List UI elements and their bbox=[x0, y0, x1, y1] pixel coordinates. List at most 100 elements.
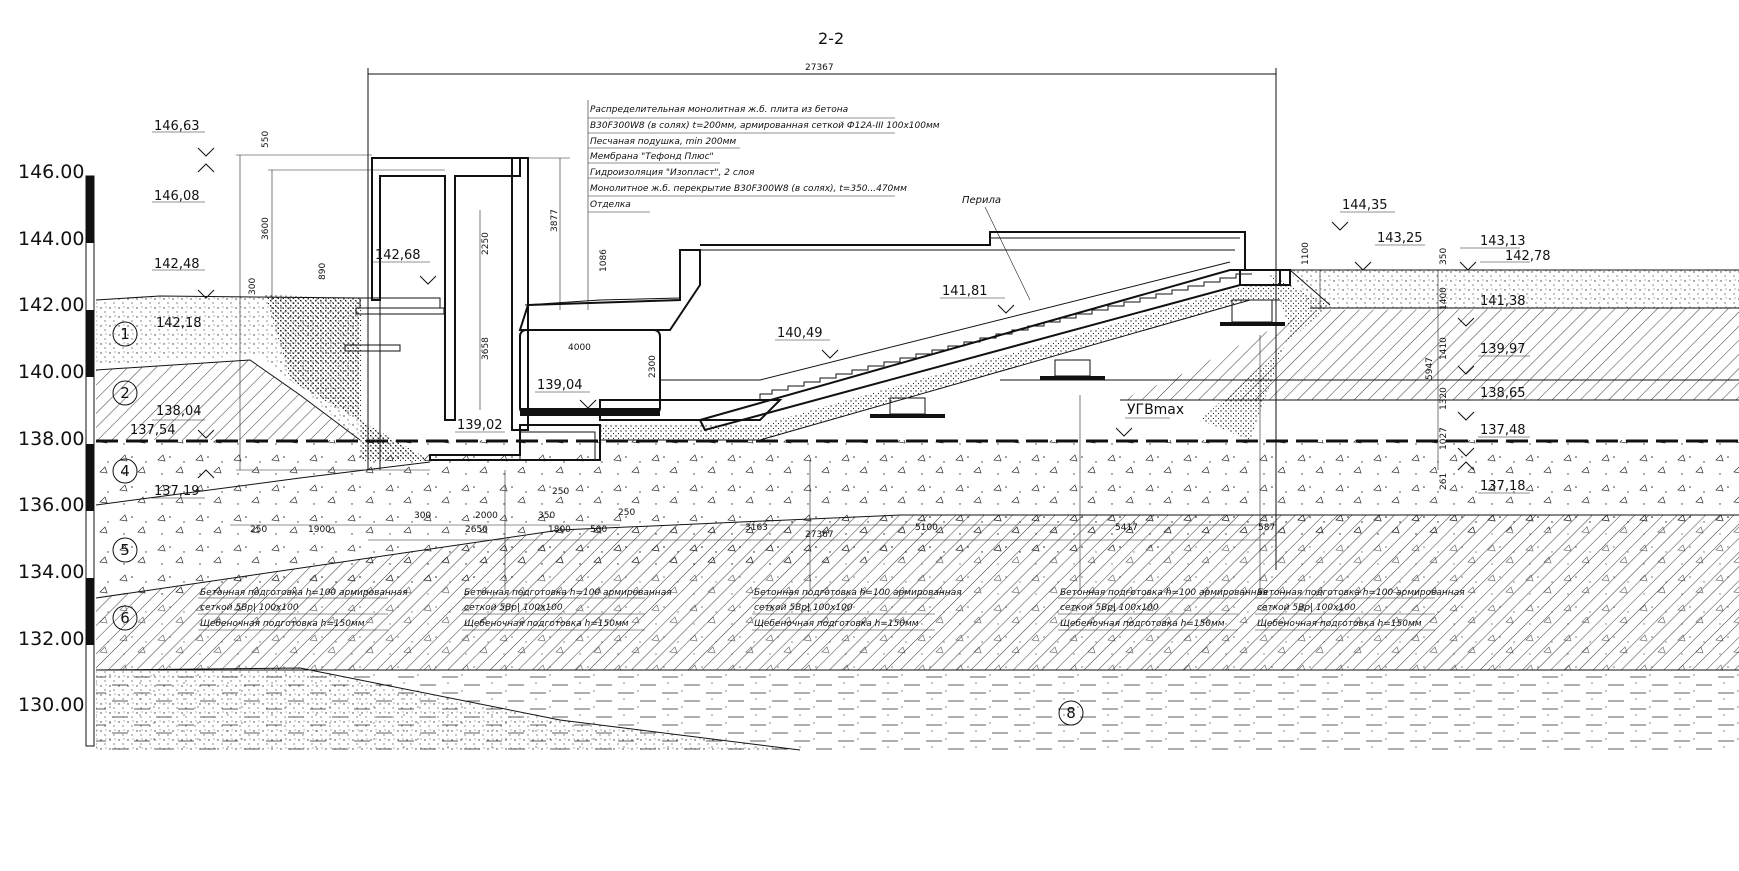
dimension-text: 1900 bbox=[308, 525, 331, 535]
foundation-note: сеткой 5Вр| 100х100 bbox=[754, 603, 853, 613]
dimension-text: 1027 bbox=[1439, 427, 1449, 450]
elevation-mark: 137,54 bbox=[130, 423, 176, 438]
elevation-mark: 137,48 bbox=[1480, 423, 1526, 438]
foundation-note: сеткой 5Вр| 100х100 bbox=[200, 603, 299, 613]
elevation-mark: 146,08 bbox=[154, 189, 200, 204]
soil-layer-label: 4 bbox=[120, 462, 130, 480]
elevation-mark: 139,02 bbox=[457, 418, 503, 433]
foundation-note: Щебеночная подготовка h=150мм bbox=[464, 619, 629, 629]
dimension-text: 1410 bbox=[1439, 337, 1449, 360]
elevation-mark: 144,35 bbox=[1342, 198, 1388, 213]
dimension-text: 3658 bbox=[481, 337, 491, 360]
foundation-note: Щебеночная подготовка h=150мм bbox=[200, 619, 365, 629]
foundation-note: Щебеночная подготовка h=150мм bbox=[754, 619, 919, 629]
scale-label: 142.00 bbox=[18, 294, 84, 316]
layer-note: B30F300W8 (в солях) t=200мм, армированна… bbox=[590, 121, 940, 131]
elevation-mark: 142,68 bbox=[375, 248, 421, 263]
elevation-mark: 141,81 bbox=[942, 284, 988, 299]
dimension-text: 1800 bbox=[548, 525, 571, 535]
scale-label: 140.00 bbox=[18, 361, 84, 383]
dimension-text: 5947 bbox=[1425, 357, 1435, 380]
dimension-text: 1320 bbox=[1439, 387, 1449, 410]
dimension-text: 261 bbox=[1439, 473, 1449, 490]
dimension-text: 1086 bbox=[599, 249, 609, 272]
elevation-mark: 142,78 bbox=[1505, 249, 1551, 264]
dimension-text: 500 bbox=[590, 525, 607, 535]
dimension-text: 350 bbox=[1439, 248, 1449, 265]
foundation-note: Щебеночная подготовка h=150мм bbox=[1257, 619, 1422, 629]
dimension-text: 250 bbox=[552, 487, 569, 497]
foundation-note: Бетонная подготовка h=100 армированная bbox=[1060, 588, 1268, 598]
dimension-text: 1100 bbox=[1301, 242, 1311, 265]
soil-layer-label: 2 bbox=[120, 384, 130, 402]
dimension-text: 3163 bbox=[745, 523, 768, 533]
scale-label: 134.00 bbox=[18, 561, 84, 583]
foundation-note: Бетонная подготовка h=100 армированная bbox=[200, 588, 408, 598]
dimension-text: 550 bbox=[261, 131, 271, 148]
dimension-text: 5100 bbox=[915, 523, 938, 533]
layer-note-block bbox=[587, 100, 895, 310]
layer-note: Отделка bbox=[590, 200, 631, 210]
elevation-mark: 139,04 bbox=[537, 378, 583, 393]
dimension-text: 350 bbox=[538, 511, 555, 521]
scale-label: 138.00 bbox=[18, 428, 84, 450]
dimension-text: 250 bbox=[250, 525, 267, 535]
soil-layer-markers bbox=[112, 321, 1084, 726]
scale-label: 146.00 bbox=[18, 161, 84, 183]
dimension-text: 27367 bbox=[805, 530, 834, 540]
layer-note: Распределительная монолитная ж.б. плита … bbox=[590, 105, 848, 115]
foundation-note: Щебеночная подготовка h=150мм bbox=[1060, 619, 1225, 629]
soil-layer-label: 5 bbox=[120, 541, 130, 559]
foundation-note: Бетонная подготовка h=100 армированная bbox=[754, 588, 962, 598]
groundwater-label: УГВmax bbox=[1127, 402, 1184, 418]
scale-label: 132.00 bbox=[18, 628, 84, 650]
dimension-text: 890 bbox=[318, 263, 328, 280]
dimension-text: 4000 bbox=[568, 343, 591, 353]
layer-note: Мембрана "Тефонд Плюс" bbox=[590, 152, 714, 162]
section-title: 2-2 bbox=[818, 29, 844, 48]
dimension-text: 3600 bbox=[261, 217, 271, 240]
dimension-text: 3877 bbox=[550, 209, 560, 232]
scale-label: 144.00 bbox=[18, 228, 84, 250]
dimension-text: 2300 bbox=[648, 355, 658, 378]
soil-layer-label: 6 bbox=[120, 609, 130, 627]
soil-layer-label: 8 bbox=[1066, 704, 1076, 722]
dimension-text: 27367 bbox=[805, 63, 834, 73]
dimension-text: 2000 bbox=[475, 511, 498, 521]
foundation-note: Бетонная подготовка h=100 армированная bbox=[464, 588, 672, 598]
layer-note: Монолитное ж.б. перекрытие B30F300W8 (в … bbox=[590, 184, 907, 194]
dimension-text: 1400 bbox=[1439, 287, 1449, 310]
scale-label: 130.00 bbox=[18, 694, 84, 716]
elevation-mark: 139,97 bbox=[1480, 342, 1526, 357]
elevation-mark: 138,65 bbox=[1480, 386, 1526, 401]
dimension-text: 587 bbox=[1258, 523, 1275, 533]
elevation-mark: 140,49 bbox=[777, 326, 823, 341]
layer-note: Гидроизоляция "Изопласт", 2 слоя bbox=[590, 168, 755, 178]
foundation-note: сеткой 5Вр| 100х100 bbox=[464, 603, 563, 613]
stair-steps bbox=[759, 273, 1252, 400]
dimension-text: 5417 bbox=[1115, 523, 1138, 533]
elevation-mark: 146,63 bbox=[154, 119, 200, 134]
foundation-note: сеткой 5Вр| 100х100 bbox=[1257, 603, 1356, 613]
layer-note: Песчаная подушка, min 200мм bbox=[590, 137, 736, 147]
foundation-note: сеткой 5Вр| 100х100 bbox=[1060, 603, 1159, 613]
dimension-text: 2650 bbox=[465, 525, 488, 535]
elevation-scale-labels: 146.00 144.00 142.00 140.00 138.00 136.0… bbox=[18, 161, 84, 716]
elevation-scale-bar bbox=[85, 175, 95, 747]
soil-layer-label: 1 bbox=[120, 325, 130, 343]
elevation-mark: 137,19 bbox=[154, 484, 200, 499]
elevation-mark: 142,18 bbox=[156, 316, 202, 331]
railing-label: Перила bbox=[962, 195, 1001, 206]
elevation-mark: 143,25 bbox=[1377, 231, 1423, 246]
dimension-text: 2250 bbox=[481, 232, 491, 255]
scale-label: 136.00 bbox=[18, 494, 84, 516]
dimension-text: 300 bbox=[414, 511, 431, 521]
elevation-mark: 137,18 bbox=[1480, 479, 1526, 494]
elevation-mark: 142,48 bbox=[154, 257, 200, 272]
elevation-mark: 138,04 bbox=[156, 404, 202, 419]
elevation-mark: 143,13 bbox=[1480, 234, 1526, 249]
dimension-text: 300 bbox=[248, 278, 258, 295]
elevation-mark: 141,38 bbox=[1480, 294, 1526, 309]
dimension-text: 250 bbox=[618, 508, 635, 518]
